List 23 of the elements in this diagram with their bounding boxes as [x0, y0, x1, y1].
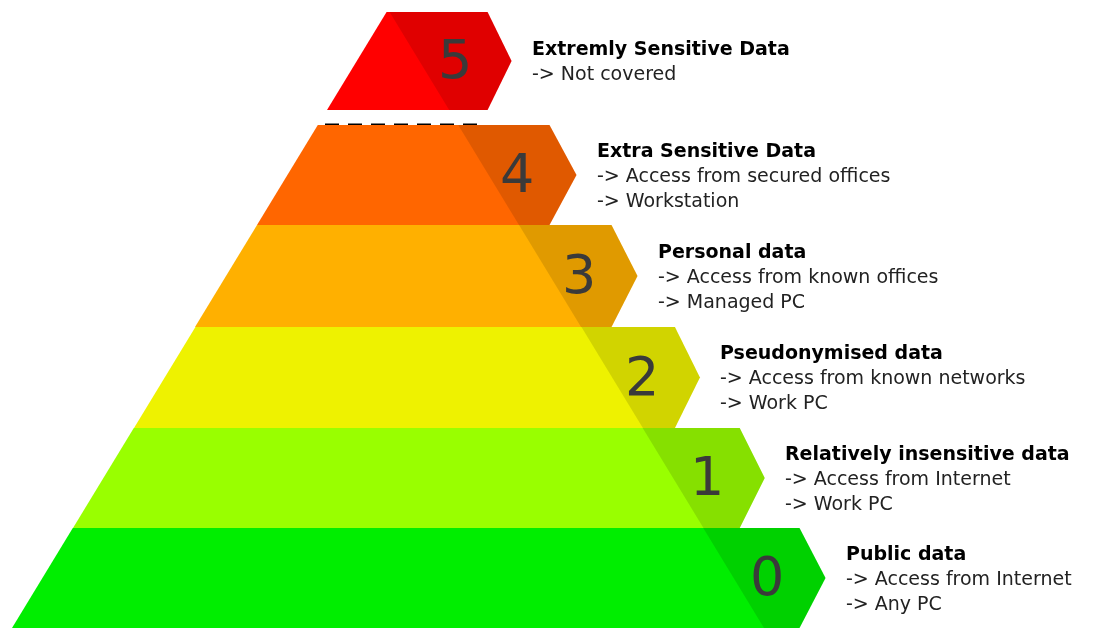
tier-heading: Pseudonymised data: [720, 340, 944, 365]
tier-number: 4: [500, 147, 535, 201]
tier-description: -> Access from Internet: [846, 565, 1072, 591]
tier-description: -> Workstation: [597, 187, 741, 213]
tier-number: 3: [562, 248, 597, 302]
tier-description: -> Not covered: [532, 61, 678, 86]
tier-description: -> Work PC: [720, 390, 829, 415]
tier-description: -> Access from Internet: [785, 465, 1012, 491]
tier-heading: Extra Sensitive Data: [597, 137, 817, 163]
tier-description: -> Managed PC: [658, 288, 807, 314]
tier-number: 0: [750, 550, 785, 604]
tier-number: 1: [690, 450, 725, 504]
tier-heading: Relatively insensitive data: [785, 440, 1070, 466]
tier-description: -> Work PC: [785, 490, 894, 516]
tier-heading: Personal data: [658, 238, 808, 264]
tier-description: -> Access from secured offices: [597, 162, 891, 188]
tier-heading: Public data: [846, 540, 968, 566]
tier-number: 2: [625, 349, 660, 404]
tier-heading: Extremly Sensitive Data: [532, 36, 790, 61]
tier-description: -> Any PC: [846, 590, 943, 616]
tier-description: -> Access from known networks: [720, 365, 1026, 390]
tier-description: -> Access from known offices: [658, 263, 939, 289]
tier-number: 5: [438, 33, 473, 87]
